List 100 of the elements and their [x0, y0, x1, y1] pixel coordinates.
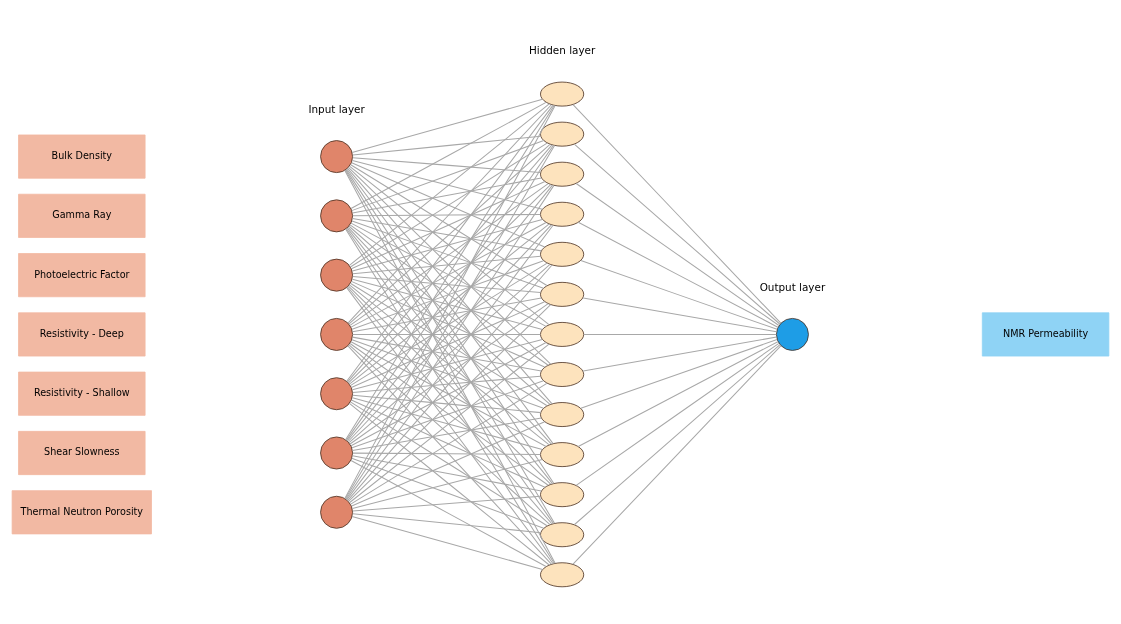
connector — [351, 218, 543, 272]
connector — [347, 144, 553, 383]
node-ellipse — [540, 442, 585, 467]
connector — [577, 341, 779, 448]
connector — [574, 143, 781, 325]
node-circle — [320, 318, 353, 351]
node-box: Resistivity - Shallow — [18, 371, 146, 416]
connector — [348, 103, 550, 266]
connector — [347, 304, 552, 502]
connector — [352, 135, 542, 156]
label: Input layer — [308, 102, 365, 115]
node-box: Resistivity - Deep — [18, 312, 146, 357]
connector — [352, 157, 541, 174]
connector — [352, 255, 542, 275]
connector — [351, 338, 543, 391]
connector — [351, 455, 542, 492]
connector — [351, 278, 543, 330]
node-box: Gamma Ray — [18, 193, 146, 238]
label: Output layer — [759, 280, 826, 293]
connector — [351, 339, 545, 409]
connector — [348, 402, 550, 566]
connector — [351, 459, 543, 509]
node-box: NMR Permeability — [981, 312, 1110, 357]
connector — [350, 181, 546, 270]
connector — [575, 342, 780, 486]
connector — [350, 282, 548, 407]
node-ellipse — [540, 241, 585, 267]
connector — [347, 286, 553, 525]
node-ellipse — [540, 522, 585, 548]
node-circle — [320, 258, 353, 292]
connector — [582, 297, 778, 333]
connector — [351, 397, 543, 450]
node-box: Photoelectric Factor — [18, 253, 146, 298]
node-circle — [320, 199, 353, 233]
connector — [574, 344, 781, 526]
connector — [351, 98, 544, 153]
node-ellipse — [540, 121, 585, 147]
connector — [351, 417, 542, 451]
connector — [347, 184, 552, 384]
connector — [583, 333, 777, 335]
connector — [346, 287, 554, 565]
connector — [352, 213, 541, 217]
connector — [580, 339, 778, 409]
connector — [349, 401, 548, 527]
connector — [351, 457, 545, 529]
connector — [351, 515, 544, 571]
connector — [352, 275, 541, 294]
node-circle — [320, 495, 353, 529]
connector — [350, 262, 548, 386]
connector — [347, 345, 552, 565]
connector — [350, 399, 546, 488]
node-box: Thermal Neutron Porosity — [11, 490, 152, 535]
connector — [350, 280, 546, 368]
node-circle — [320, 436, 353, 470]
node-ellipse — [540, 362, 585, 387]
node-ellipse — [540, 482, 585, 508]
connector — [572, 104, 782, 324]
connector — [350, 301, 546, 388]
node-ellipse — [540, 161, 585, 187]
connector — [351, 260, 545, 330]
label: Hidden layer — [528, 44, 596, 57]
connector — [347, 166, 552, 365]
node-circle — [776, 318, 809, 351]
connector — [351, 220, 545, 289]
connector — [347, 104, 552, 324]
node-ellipse — [540, 562, 585, 588]
connector — [351, 336, 542, 372]
connector — [582, 336, 778, 372]
connector — [350, 164, 548, 287]
node-ellipse — [540, 281, 585, 307]
connector — [347, 285, 552, 485]
connector — [572, 345, 782, 565]
node-box: Shear Slowness — [18, 430, 146, 476]
node-ellipse — [540, 201, 585, 227]
connector — [350, 459, 547, 567]
connector — [352, 513, 542, 534]
connector — [577, 221, 779, 328]
node-circle — [320, 140, 353, 173]
connector — [352, 452, 541, 455]
connector — [352, 394, 542, 414]
connector — [347, 264, 553, 502]
connector — [580, 260, 778, 330]
connector — [351, 421, 546, 507]
connector — [351, 217, 542, 252]
connector — [351, 159, 543, 210]
node-ellipse — [540, 402, 585, 427]
connector — [350, 101, 547, 209]
connector — [352, 375, 541, 393]
connector — [352, 495, 541, 512]
connector — [350, 382, 548, 505]
connector — [352, 333, 541, 335]
connector — [346, 104, 554, 382]
node-ellipse — [540, 81, 585, 107]
connector — [347, 167, 553, 405]
connector — [351, 177, 542, 214]
node-ellipse — [540, 322, 585, 347]
connector — [351, 162, 546, 248]
connector — [351, 380, 545, 449]
connector — [349, 142, 548, 268]
connector — [351, 297, 542, 333]
